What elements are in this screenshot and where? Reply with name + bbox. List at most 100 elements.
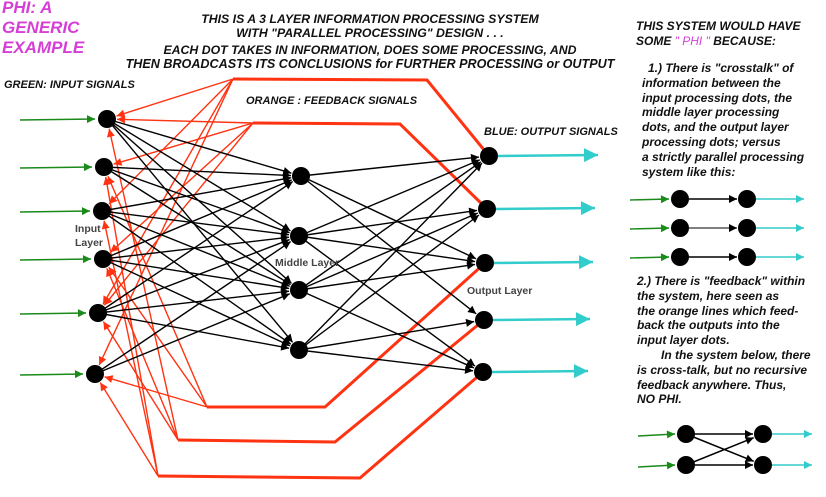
middle-to-output-connection xyxy=(298,261,476,291)
example-crosstalk-node xyxy=(677,456,695,474)
middle-to-output-connection xyxy=(298,235,476,265)
side-heading-text: SOME xyxy=(636,33,675,48)
input-layer-label: Input Layer xyxy=(75,222,103,250)
middle-to-output-connection xyxy=(298,159,481,237)
example-input-arrow xyxy=(629,253,670,262)
middle-to-output-connection xyxy=(300,175,477,315)
input-node xyxy=(94,250,112,268)
heading-line-4: THEN BROADCASTS ITS CONCLUSIONS for FURT… xyxy=(125,57,615,71)
feedback-trunk xyxy=(232,77,491,157)
side-heading-line: THIS SYSTEM WOULD HAVE xyxy=(636,19,801,33)
input-signal-arrow xyxy=(19,207,91,216)
input-node xyxy=(98,110,116,128)
output-signal-arrow xyxy=(495,201,596,216)
output-node xyxy=(475,311,493,329)
example-crosstalk-connection xyxy=(685,437,755,466)
input-node xyxy=(89,304,107,322)
input-signal-arrow xyxy=(19,163,93,172)
input-node xyxy=(86,365,104,383)
input-to-middle-connection xyxy=(97,312,290,351)
heading-line-1: THIS IS A 3 LAYER INFORMATION PROCESSING… xyxy=(201,12,539,26)
title-line: GENERIC xyxy=(2,18,80,37)
example-parallel-node xyxy=(671,219,689,237)
diagram-title: PHI: A GENERIC EXAMPLE xyxy=(2,0,84,58)
middle-to-output-connection xyxy=(298,212,479,291)
output-signal-arrow xyxy=(492,312,591,327)
point-1-crosstalk: 1.) There is "crosstalk" of information … xyxy=(642,61,804,179)
feedback-branch xyxy=(116,78,234,118)
middle-to-output-connection xyxy=(298,235,476,367)
input-layer-label-line: Input xyxy=(75,223,101,235)
point-1-line: middle layer processing xyxy=(642,105,780,120)
example-crosstalk-node xyxy=(754,425,772,443)
middle-node xyxy=(290,341,308,359)
middle-node xyxy=(290,227,308,245)
input-to-middle-connection xyxy=(94,293,291,375)
example-parallel-node xyxy=(738,219,756,237)
point-2-line: the orange lines which feed- xyxy=(637,303,799,318)
feedback-branch xyxy=(109,122,254,253)
input-to-middle-connection xyxy=(102,234,290,260)
input-node xyxy=(95,158,113,176)
input-signal-arrow xyxy=(19,255,92,264)
point-3-line: NO PHI. xyxy=(637,392,682,407)
side-heading-text: BECAUSE: xyxy=(709,33,776,48)
point-3-line: In the system below, there xyxy=(661,347,811,362)
feedback-branch xyxy=(103,176,159,477)
processing-connections xyxy=(94,118,483,375)
input-to-middle-connection xyxy=(101,175,292,212)
input-to-middle-connection xyxy=(97,288,290,314)
example-diagrams xyxy=(629,190,812,474)
feedback-branch xyxy=(99,382,159,477)
feedback-trunk xyxy=(157,370,484,480)
legend-orange-feedback: ORANGE : FEEDBACK SIGNALS xyxy=(246,95,418,107)
point-2-line: the system, here seen as xyxy=(637,288,780,303)
input-to-middle-connection xyxy=(102,258,290,292)
input-to-middle-connection xyxy=(103,166,291,286)
processing-nodes xyxy=(86,110,498,383)
phi-highlight: " PHI " xyxy=(674,33,710,48)
output-signal-arrow xyxy=(491,364,589,379)
input-layer-label-line: Layer xyxy=(75,237,104,249)
feedback-branch xyxy=(113,122,254,166)
input-to-middle-connection xyxy=(94,241,292,375)
point-2-line: input layer dots. xyxy=(637,333,730,348)
point-2-line: 2.) There is "feedback" within xyxy=(637,274,806,288)
point-3-line: feedback anywhere. Thus, xyxy=(637,377,787,392)
example-input-arrow xyxy=(629,224,670,233)
input-to-middle-connection xyxy=(103,166,292,180)
title-line: EXAMPLE xyxy=(2,38,85,57)
example-parallel-node xyxy=(671,190,689,208)
feedback-branch xyxy=(101,220,159,477)
point-2-feedback: 2.) There is "feedback" within the syste… xyxy=(637,274,811,407)
middle-to-output-connection xyxy=(298,318,475,351)
side-heading-line: SOME " PHI " BECAUSE: xyxy=(636,34,800,49)
feedback-branch xyxy=(107,175,208,408)
heading-line-2: WITH "PARALLEL PROCESSING" DESIGN . . . xyxy=(236,26,504,40)
point-1-line: dots, and the output layer xyxy=(642,120,789,135)
input-signal-arrow xyxy=(19,370,84,379)
input-to-middle-connection xyxy=(97,238,290,314)
input-to-middle-connection xyxy=(103,166,290,234)
feedback-branch xyxy=(104,375,208,408)
heading-line-3: EACH DOT TAKES IN INFORMATION, DOES SOME… xyxy=(163,43,577,57)
output-signal-arrow xyxy=(497,148,599,163)
middle-to-output-connection xyxy=(298,214,480,351)
example-input-arrow xyxy=(637,461,676,470)
output-node xyxy=(474,363,492,381)
side-heading: THIS SYSTEM WOULD HAVE SOME " PHI " BECA… xyxy=(636,19,800,49)
middle-node xyxy=(290,281,308,299)
legend-blue-output: BLUE: OUTPUT SIGNALS xyxy=(484,126,618,138)
point-1-line: input processing dots, the xyxy=(642,90,793,105)
feedback-trunk xyxy=(252,121,489,211)
example-input-arrow xyxy=(637,430,676,439)
example-parallel-node xyxy=(738,248,756,266)
middle-to-output-connection xyxy=(300,153,480,177)
point-1-line: processing dots; versus xyxy=(642,134,781,149)
output-node xyxy=(480,147,498,165)
io-signals xyxy=(19,115,599,379)
input-to-middle-connection xyxy=(101,210,292,345)
example-crosstalk-node xyxy=(677,425,695,443)
middle-layer-label: Middle Layer xyxy=(275,257,340,269)
output-signal-arrow xyxy=(493,255,594,270)
